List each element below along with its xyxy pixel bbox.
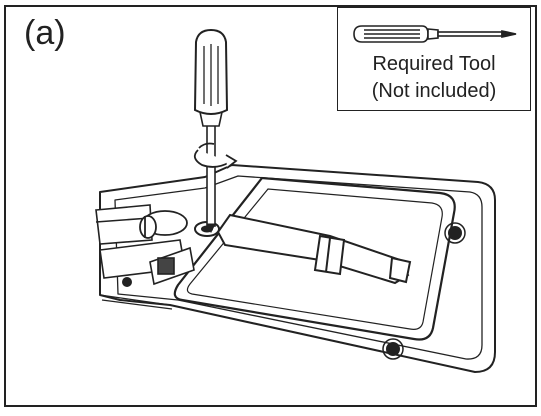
required-tool-box: Required Tool (Not included) — [337, 7, 531, 111]
tool-label-line2: (Not included) — [371, 80, 497, 102]
rotate-counterclockwise-icon — [193, 142, 238, 169]
tool-label-line1: Required Tool — [372, 53, 496, 75]
battery-pack — [216, 213, 412, 285]
base-edge-detail — [99, 294, 173, 310]
power-switch — [149, 246, 195, 286]
figure-frame — [4, 5, 537, 407]
panel-label: (a) — [24, 14, 66, 52]
screw-cap — [139, 210, 188, 239]
corner-screws — [122, 226, 462, 356]
screwdriver-icon — [353, 25, 517, 43]
